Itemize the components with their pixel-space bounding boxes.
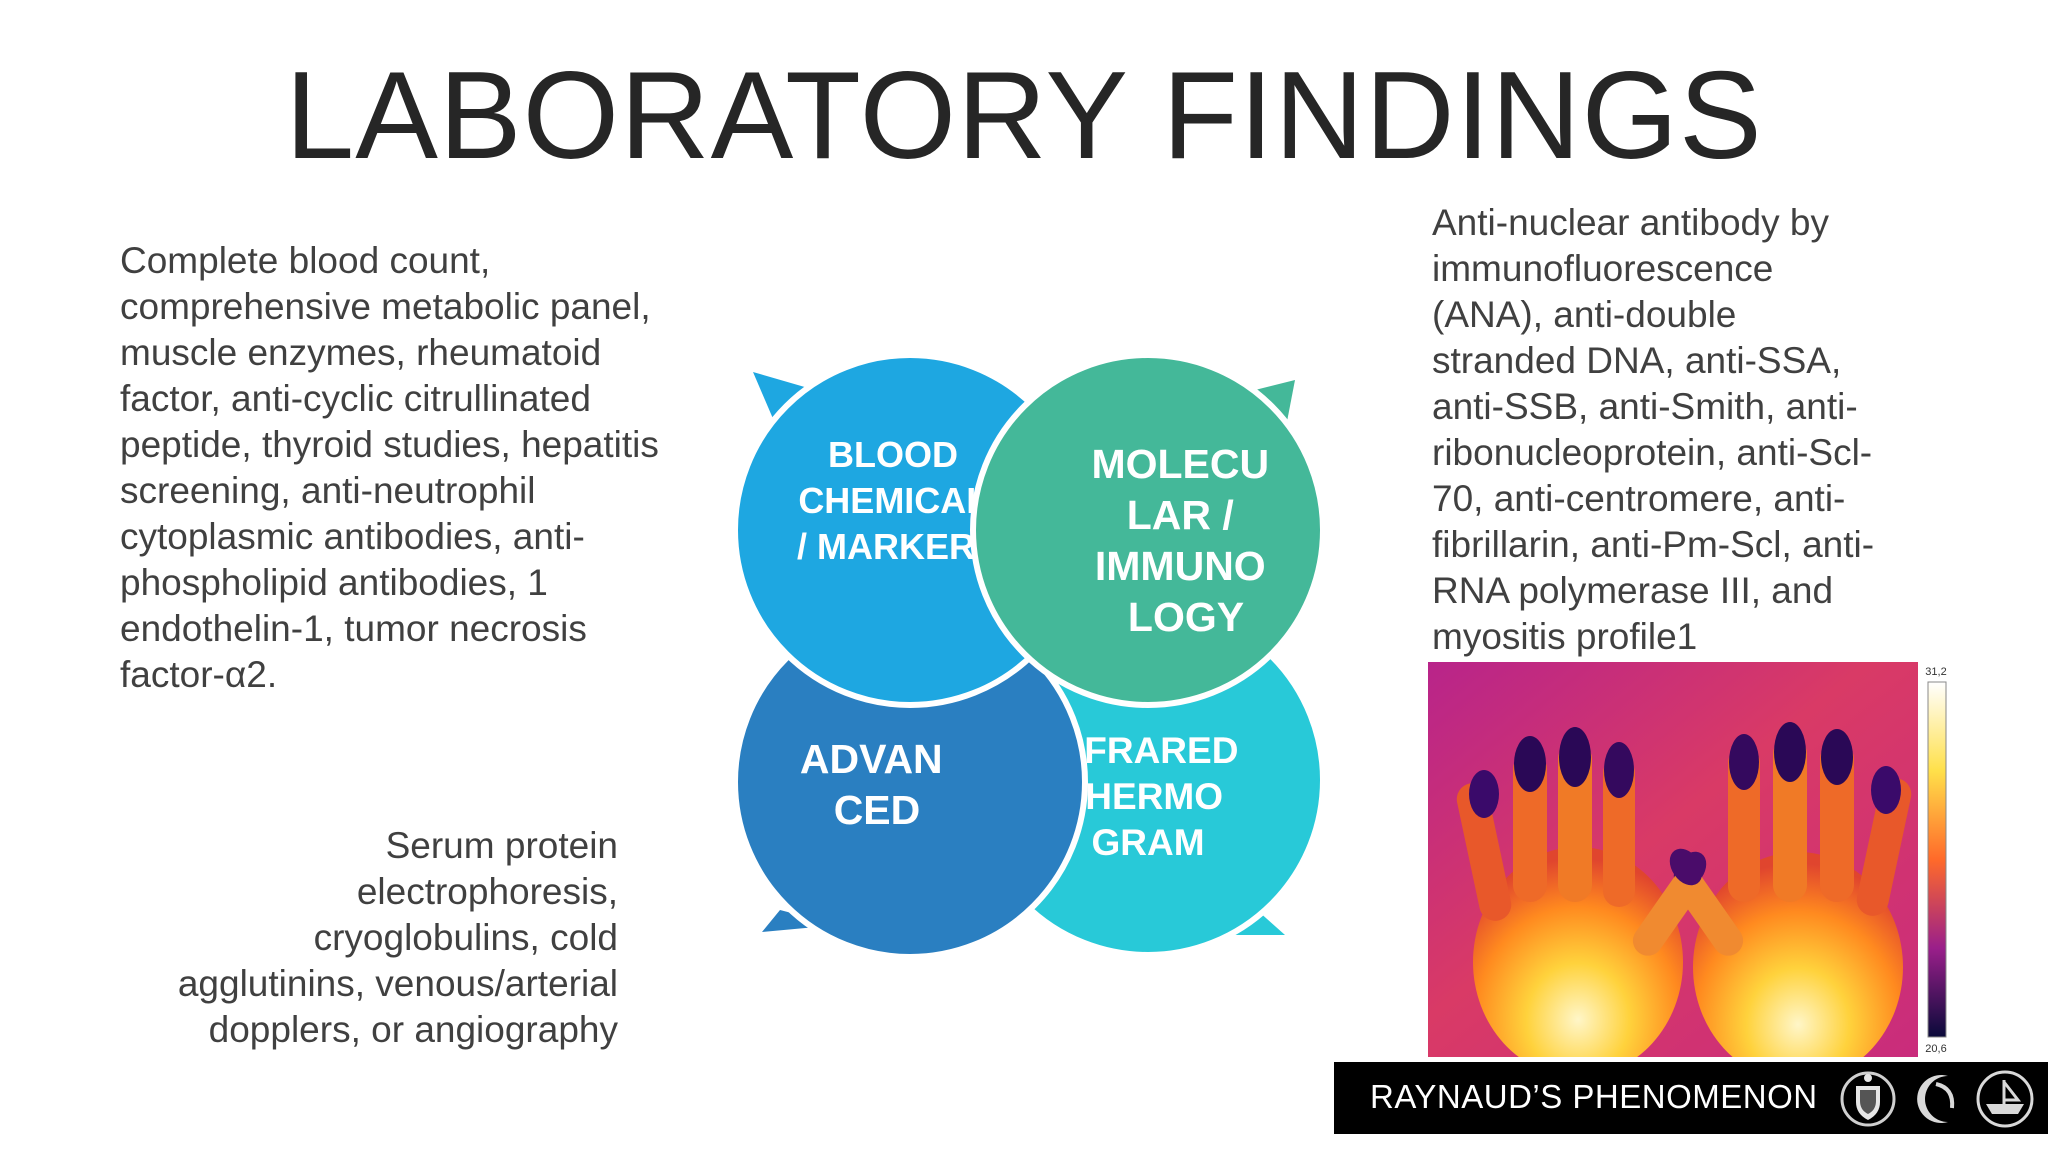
bubble-label-line: CHEMICAL: [798, 480, 987, 521]
scale-max-label: 31,2: [1925, 666, 1946, 678]
bubble-label-line: IMMUNO: [1095, 543, 1266, 589]
banner-title: RAYNAUD’S PHENOMENON: [1370, 1078, 1818, 1115]
scale-min-label: 20,6: [1925, 1043, 1946, 1055]
bubble-label-line: CED: [834, 787, 921, 833]
lab-categories-diagram: INFRARED THERMO GRAM ADVAN CED BLOOD CHE…: [732, 352, 1326, 960]
left-hand-thermal: [1456, 727, 1707, 1057]
blood-chemical-description: Complete blood count, comprehensive meta…: [120, 240, 659, 695]
svg-text:BLOOD CHEMICAL / M: BLOOD CHEMICAL / MARKERS: [797, 434, 999, 567]
bubble-label-line: LAR /: [1127, 492, 1234, 538]
bubble-advanced: ADVAN CED: [732, 604, 1088, 960]
svg-text:MOLECU LAR / IMMUN: MOLECU LAR / IMMUNO LOGY: [1091, 441, 1280, 640]
bubble-label-line: / MARKERS: [797, 526, 999, 567]
bubble-molecular-immunology: MOLECU LAR / IMMUNO LOGY: [970, 352, 1326, 708]
advanced-description: Serum protein electrophoresis, cryoglobu…: [177, 825, 618, 1050]
bubble-label-line: MOLECU: [1091, 441, 1269, 487]
bubble-label-line: BLOOD: [828, 434, 958, 475]
coat-of-arms-logo-icon: [1840, 1071, 1896, 1127]
bubble-label-line: THERMO: [1063, 776, 1223, 817]
right-hand-thermal: [1669, 722, 1912, 1057]
svg-text:ADVAN CED: ADVAN CED: [800, 736, 954, 833]
slide-title: LABORATORY FINDINGS: [285, 47, 1763, 185]
ship-logo-icon: [1976, 1070, 2034, 1128]
immunology-description: Anti-nuclear antibody by immunofluoresce…: [1432, 202, 1875, 657]
footer-banner: RAYNAUD’S PHENOMENON: [1334, 1062, 2048, 1134]
bubble-label-line: LOGY: [1128, 594, 1244, 640]
temperature-scale: 31,2 20,6: [1925, 666, 1946, 1055]
bubble-label-line: GRAM: [1091, 822, 1204, 863]
bubble-label-line: ADVAN: [800, 736, 943, 782]
crescent-logo-icon: [1917, 1075, 1955, 1123]
infrared-thermogram-image: 31,2 20,6: [1428, 662, 1947, 1057]
